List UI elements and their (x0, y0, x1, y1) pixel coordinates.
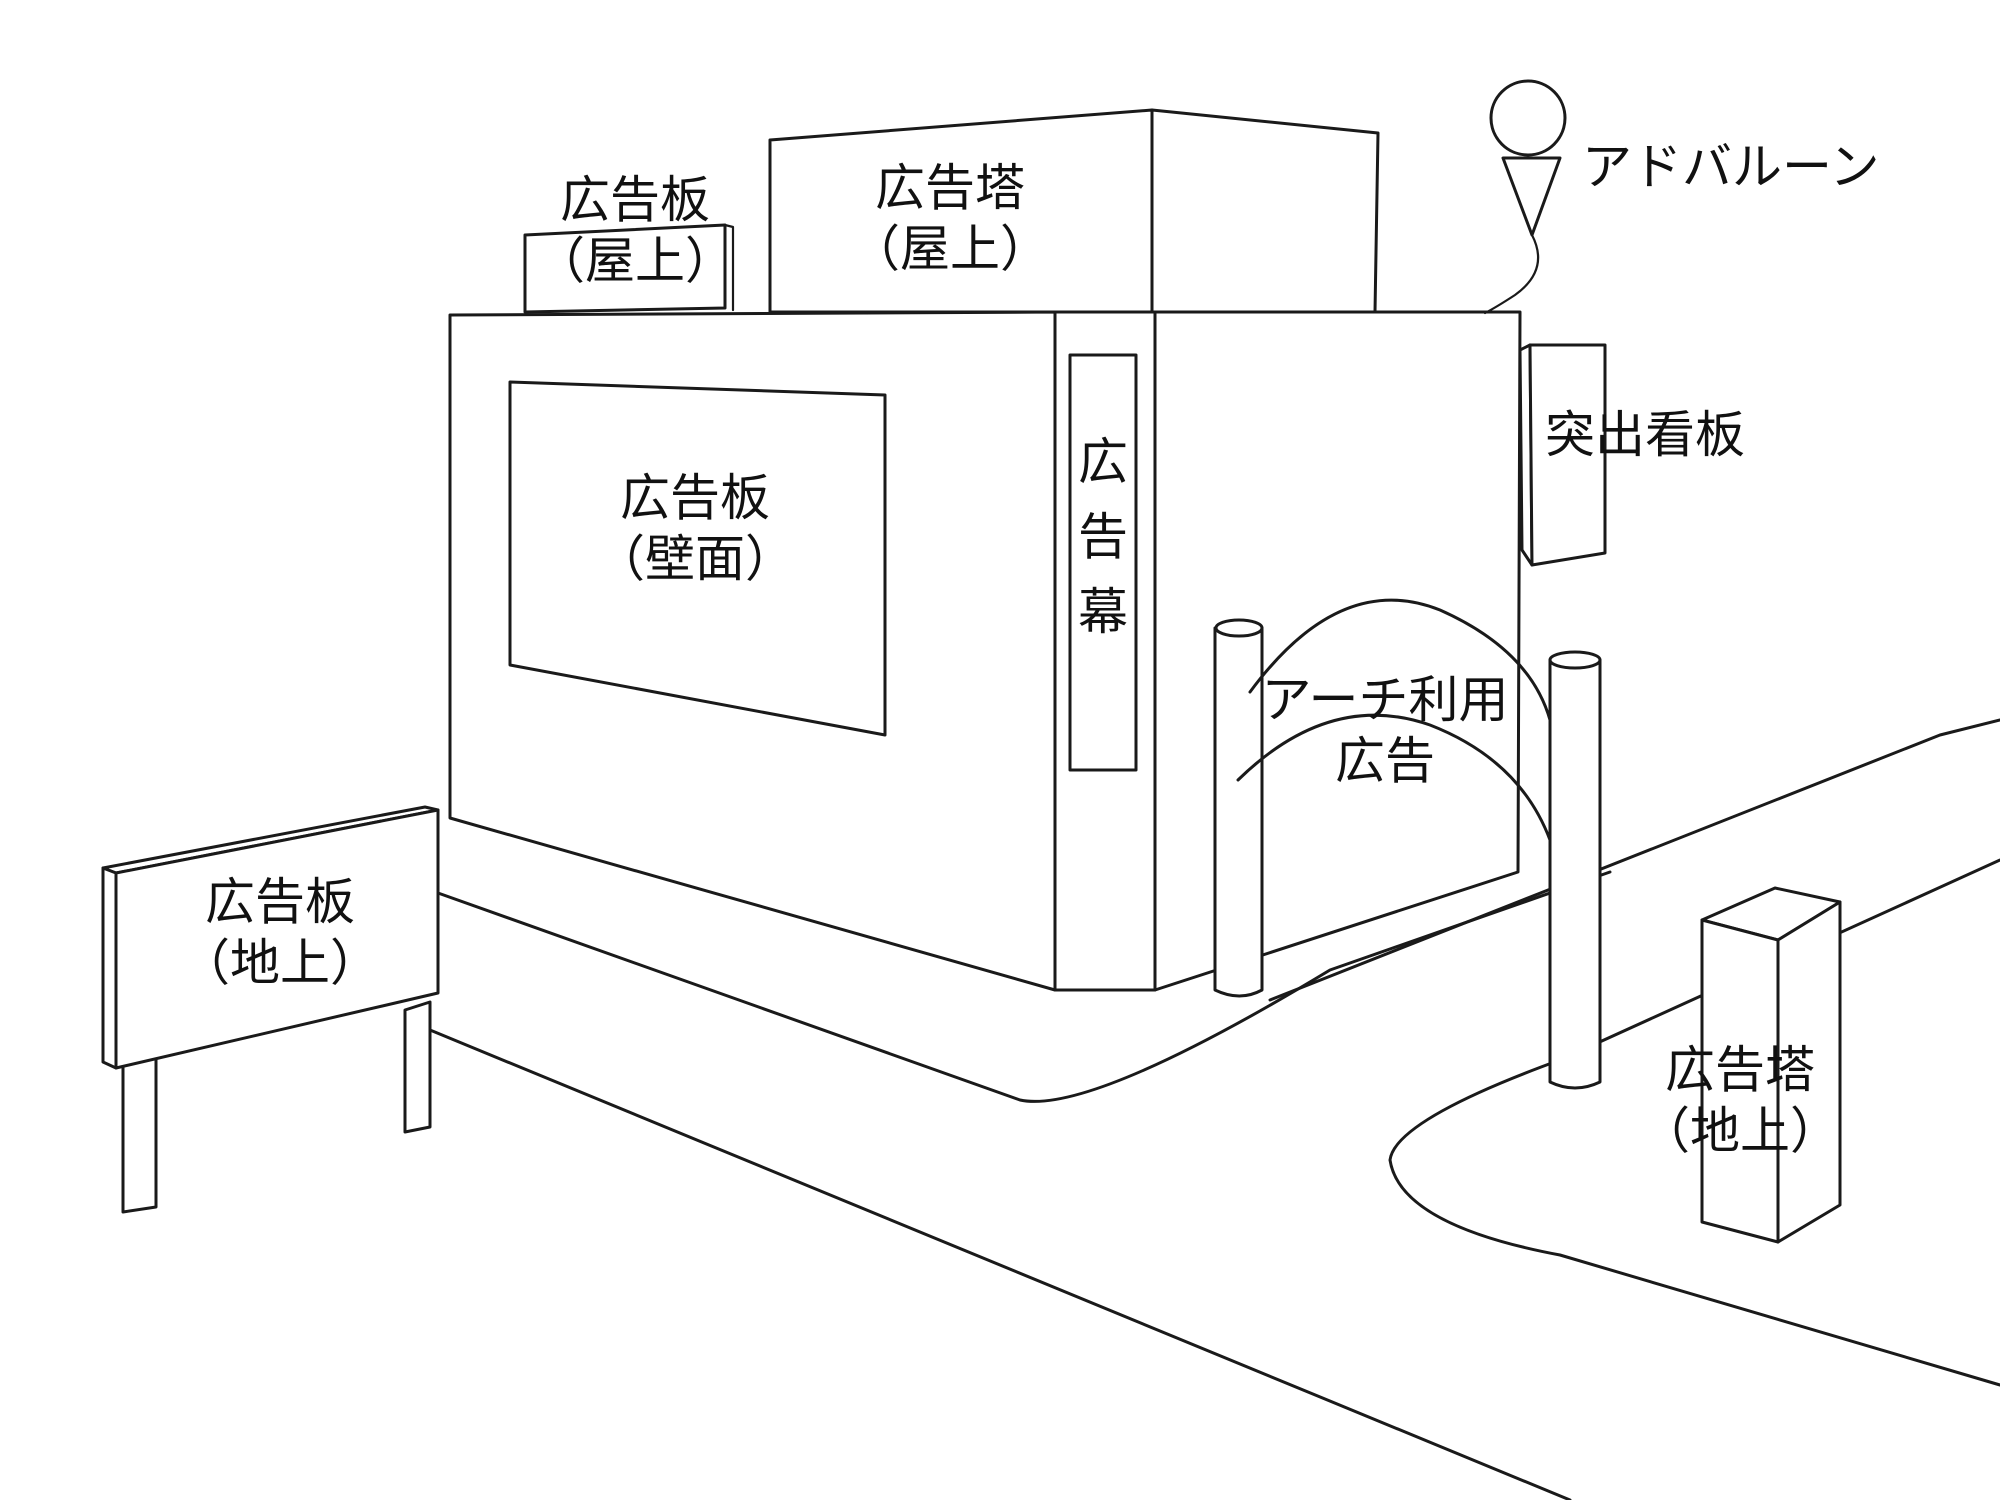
wall-billboard-label-line1: 広告板 (620, 469, 770, 527)
rooftop-tower-label: 広告塔 （屋上） (830, 158, 1070, 280)
ad-balloon-label: アドバルーン (1582, 137, 1902, 198)
ground-billboard-label-line1: 広告板 (205, 873, 355, 931)
ad-balloon-shape (1483, 79, 1567, 315)
rooftop-billboard-shape (523, 223, 735, 314)
ground-tower-label: 広告塔 （地上） (1640, 1040, 1840, 1162)
wall-billboard-label-line2: （壁面） (595, 530, 795, 588)
rooftop-tower-shape (768, 108, 1380, 314)
ground-tower-label-line2: （地上） (1640, 1102, 1840, 1160)
banner-shape (1068, 353, 1138, 772)
rooftop-tower-label-line1: 広告塔 (875, 159, 1025, 217)
banner-label: 広 告 幕 (1073, 425, 1133, 650)
wall-billboard-shape (508, 380, 887, 737)
projecting-sign-shape (1518, 343, 1607, 567)
wall-billboard-label: 広告板 （壁面） (580, 468, 810, 590)
ad-balloon-label-text: アドバルーン (1582, 138, 1880, 196)
arch-ad-label-line2: 広告 (1335, 732, 1435, 790)
ground-billboard-label: 広告板 （地上） (165, 872, 395, 994)
banner-label-char: 告 (1078, 508, 1128, 566)
rooftop-tower-label-line2: （屋上） (850, 220, 1050, 278)
projecting-sign-label-text: 突出看板 (1545, 406, 1745, 464)
projecting-sign-label: 突出看板 (1545, 405, 1775, 466)
road-lines (428, 718, 2000, 1500)
arch-structure (1213, 598, 1602, 1090)
rooftop-billboard-label: 広告板 （屋上） (520, 170, 750, 292)
ground-billboard-shape (101, 805, 440, 1214)
building (448, 310, 1522, 992)
arch-ad-label: アーチ利用 広告 (1240, 670, 1530, 792)
banner-label-char: 広 (1078, 433, 1128, 491)
rooftop-billboard-label-line1: 広告板 (560, 171, 710, 229)
ground-billboard-label-line2: （地上） (180, 934, 380, 992)
ground-tower-label-line1: 広告塔 (1665, 1041, 1815, 1099)
ground-tower-shape (1700, 886, 1842, 1244)
arch-ad-label-line1: アーチ利用 (1261, 671, 1509, 729)
rooftop-billboard-label-line2: （屋上） (535, 232, 735, 290)
banner-label-char: 幕 (1078, 583, 1128, 641)
